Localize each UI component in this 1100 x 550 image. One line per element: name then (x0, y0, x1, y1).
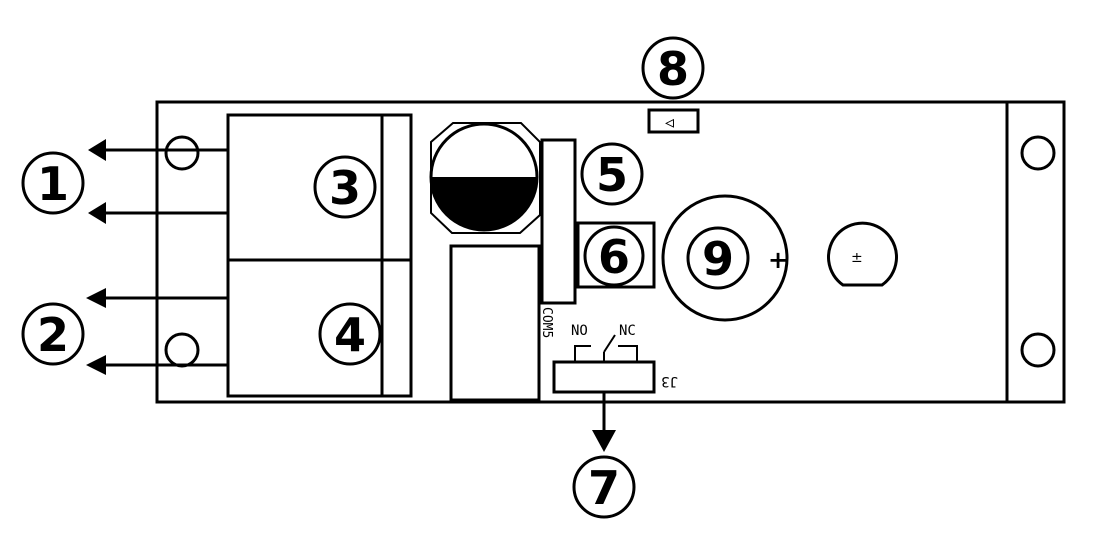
buzzer (827, 221, 898, 287)
buzzer-mark: ± (851, 250, 863, 266)
switch-8-box (647, 108, 700, 134)
callout-6: 6 (583, 225, 645, 287)
mounting-hole-bottom-left (164, 332, 200, 368)
input-arrows (88, 139, 228, 224)
svg-text:2: 2 (37, 308, 69, 362)
com5-label: COM5 (539, 307, 554, 338)
component-6-box (576, 221, 656, 289)
com5-connector (540, 138, 577, 305)
svg-text:8: 8 (657, 42, 689, 96)
svg-text:6: 6 (598, 230, 630, 284)
no-label: NO (571, 323, 588, 339)
svg-text:3: 3 (329, 161, 361, 215)
svg-text:4: 4 (334, 308, 366, 362)
relay-body (449, 244, 541, 402)
callout-2: 2 (21, 302, 85, 366)
svg-text:9: 9 (702, 232, 734, 286)
mounting-hole-top-right (1020, 135, 1056, 171)
contact-schematic (574, 345, 591, 362)
capacitor-fill (431, 177, 537, 230)
callout-9: 9 (686, 226, 750, 290)
terminal-block (226, 113, 413, 398)
callout-3: 3 (313, 155, 377, 219)
output-arrows (86, 288, 228, 375)
callout-1: 1 (21, 151, 85, 215)
callout-7: 7 (572, 455, 636, 519)
board-outline (155, 100, 1066, 404)
j3-connector (552, 360, 656, 394)
j3-label: J3 (661, 373, 678, 389)
big-capacitor-9 (661, 194, 789, 322)
mounting-hole-top-left (164, 135, 200, 171)
polarity-plus: + (768, 246, 788, 274)
nc-label: NC (619, 323, 636, 339)
svg-text:1: 1 (37, 157, 69, 211)
callout-4: 4 (318, 302, 382, 366)
switch-mark: ◃ (665, 112, 674, 133)
svg-text:5: 5 (596, 148, 628, 202)
callout-5: 5 (580, 142, 644, 206)
callout-8: 8 (641, 36, 705, 100)
mounting-hole-bottom-right (1020, 332, 1056, 368)
svg-text:7: 7 (588, 461, 620, 515)
